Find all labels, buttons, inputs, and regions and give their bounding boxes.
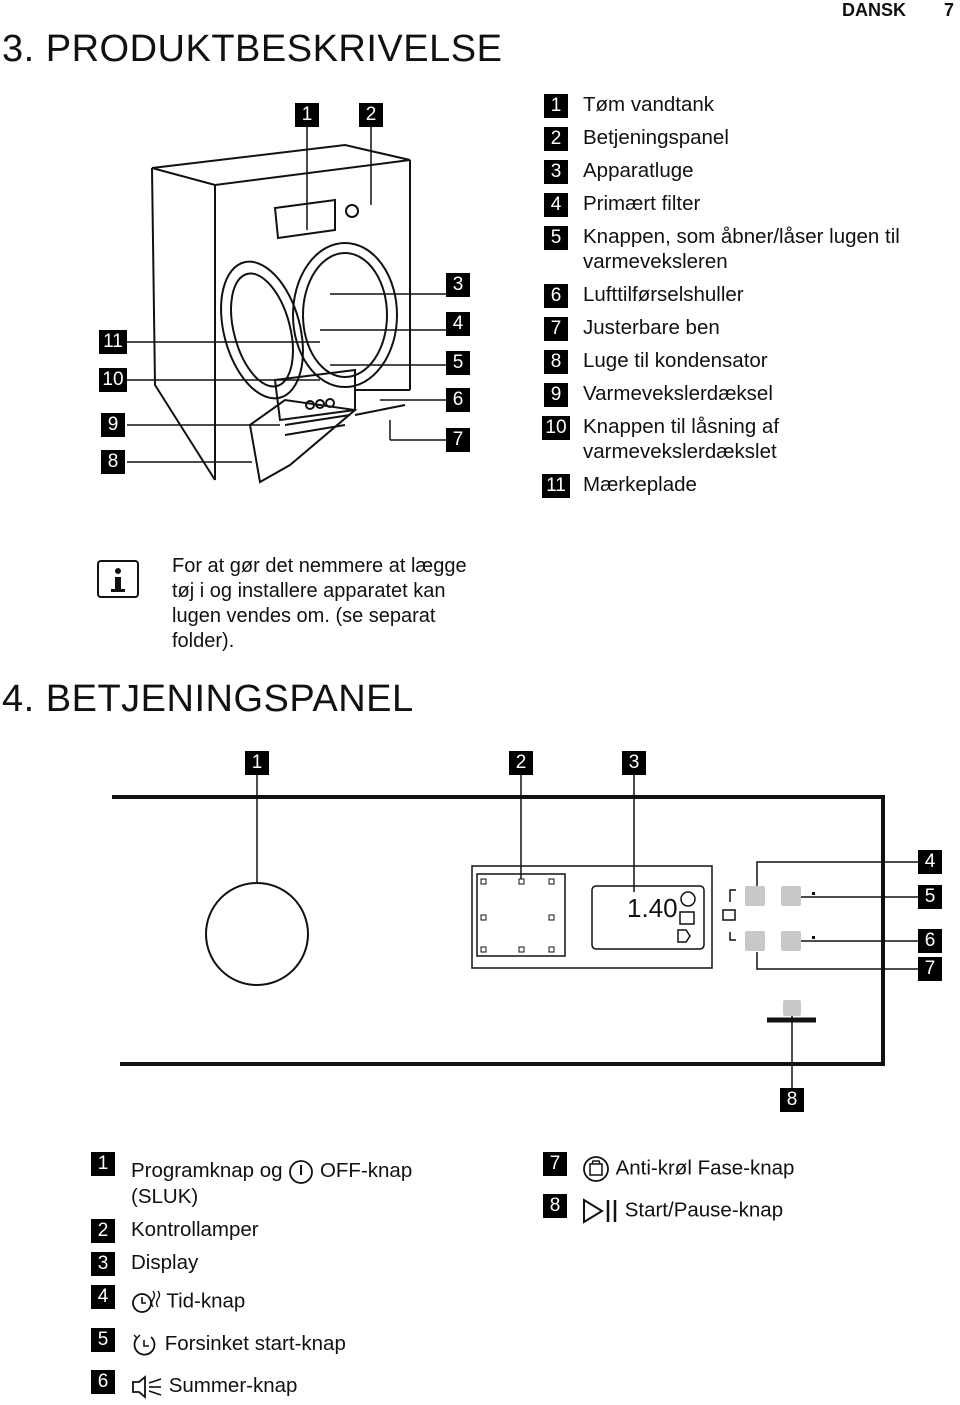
legend-text: Knappen, som åbner/låser lugen til [583,225,900,248]
legend-text: Kontrollamper [131,1218,259,1241]
panel-callout-5: 5 [918,885,942,909]
legend-text: Anti-krøl Fase-knap [581,1155,794,1183]
legend-number: 5 [544,226,568,250]
legend-number: 9 [544,383,568,407]
callout-5: 5 [446,351,470,375]
panel-callout-1: 1 [245,751,269,775]
legend-number: 3 [91,1252,115,1276]
buzzer-icon [132,1374,162,1399]
legend-text: varmeveksleren [583,250,728,273]
legend-text-part: OFF-knap [319,1159,413,1182]
legend-text: Programknap og OFF-knap [131,1158,412,1185]
callout-8: 8 [101,450,125,474]
legend-text: Start/Pause-knap [581,1197,783,1225]
section-4-title: 4. BETJENINGSPANEL [2,678,414,720]
legend-number: 8 [543,1194,567,1218]
legend-text-part: Start/Pause-knap [624,1198,784,1222]
callout-9: 9 [101,413,125,437]
panel-callout-4: 4 [918,850,942,874]
legend-text-part: Forsinket start-knap [164,1332,346,1355]
panel-callout-6: 6 [918,929,942,953]
callout-1: 1 [295,103,319,127]
callout-7: 7 [446,428,470,452]
legend-text: varmevekslerdækslet [583,440,777,463]
callout-2: 2 [359,103,383,127]
legend-number: 2 [91,1219,115,1243]
power-icon [289,1159,314,1184]
legend-text: Tøm vandtank [583,93,715,116]
legend-number: 8 [544,350,568,374]
legend-text: Primært filter [583,192,701,215]
legend-number: 7 [543,1152,567,1176]
legend-text: Betjeningspanel [583,126,729,149]
panel-callout-3: 3 [622,751,646,775]
delay-clock-icon [133,1334,156,1356]
legend-number: 4 [544,193,568,217]
legend-text-part: Programknap og [131,1159,283,1182]
legend-text-part: Tid-knap [166,1289,246,1313]
legend-text: Summer-knap [131,1373,297,1400]
legend-number: 3 [544,160,568,184]
info-note: For at gør det nemmere at lægge tøj i og… [172,555,467,652]
callout-6: 6 [446,388,470,412]
legend-text: Display [131,1251,199,1274]
legend-number: 7 [544,317,568,341]
info-icon [97,560,139,598]
legend-number: 5 [91,1328,115,1352]
legend-number: 1 [544,94,568,118]
legend-text: Justerbare ben [583,316,720,339]
legend-number: 1 [91,1152,115,1176]
legend-number: 6 [91,1370,115,1394]
anti-crease-icon [583,1156,609,1182]
callout-11: 11 [99,330,127,354]
dryer-illustration [127,124,446,484]
legend-number: 6 [544,284,568,308]
time-steam-icon [132,1290,161,1313]
legend-text: Tid-knap [131,1288,245,1316]
legend-text-part: Anti-krøl Fase-knap [615,1156,795,1180]
panel-callout-7: 7 [918,957,942,981]
callout-10: 10 [99,368,127,392]
legend-text: Lufttilførselshuller [583,283,744,306]
control-panel-illustration: 1.40 [112,774,918,1088]
legend-number: 11 [542,474,570,498]
legend-number: 10 [542,416,570,440]
legend-text: Luge til kondensator [583,349,768,372]
section-3-title: 3. PRODUKTBESKRIVELSE [2,28,503,70]
legend-text: Mærkeplade [583,473,697,496]
panel-callout-8: 8 [780,1088,804,1112]
header-language: DANSK [842,0,907,20]
start-pause-icon [583,1198,617,1224]
legend-text: Apparatluge [583,159,694,182]
legend-text-part: Summer-knap [168,1374,298,1397]
page-number: 7 [944,0,955,20]
panel-callout-2: 2 [509,751,533,775]
callout-3: 3 [446,273,470,297]
display-value: 1.40 [627,893,678,923]
legend-text: Knappen til låsning af [583,415,780,438]
legend-text: (SLUK) [131,1185,199,1208]
legend-number: 4 [91,1285,115,1309]
legend-text: Varmevekslerdæksel [583,382,773,405]
legend-text: Forsinket start-knap [131,1331,346,1358]
legend-number: 2 [544,127,568,151]
callout-4: 4 [446,312,470,336]
